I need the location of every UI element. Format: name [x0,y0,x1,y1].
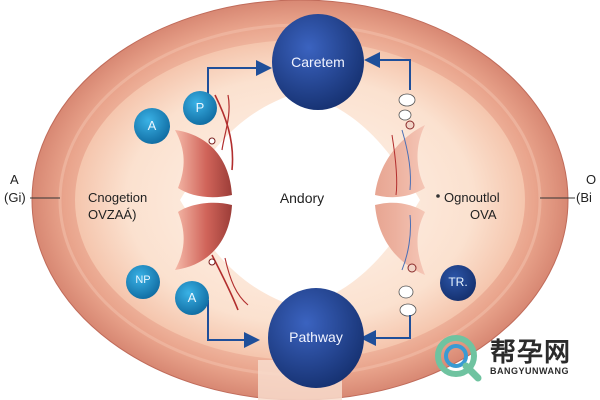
arrow-bottom-left [207,300,260,348]
bottom-node [268,288,364,388]
right-title-line2: OVA [470,207,497,222]
circle-p-upper [183,91,217,125]
central-void [180,92,420,308]
left-edge-label-2: (Gi) [4,190,26,205]
arrow-bottom-right [360,315,411,346]
right-edge-label-1: O [586,172,597,187]
top-node [272,14,364,110]
connector-arrows [207,52,411,348]
circle-a-upper-label: A [147,118,157,133]
circle-tr-lower-label: TR. [448,275,468,289]
left-edge-label-1: A [10,172,19,187]
bottom-node-label: Pathway [289,329,343,345]
circle-np-lower-label: NP [135,274,151,286]
circle-np-lower [126,265,160,299]
circle-a-upper [134,108,170,144]
watermark-chinese: 帮孕网 [490,338,572,368]
right-edge-label-2: (Bi [576,190,592,205]
right-tissue [375,93,425,317]
center-label: Andory [279,190,325,206]
arrow-top-left [207,60,272,100]
arrow-top-right [364,52,411,90]
watermark-logo-icon [435,335,482,382]
circle-tr-lower [440,265,476,301]
left-tissue [175,94,249,311]
watermark-pinyin: BANGYUNWANG [490,366,569,376]
watermark: 帮孕网 BANGYUNWANG [432,330,582,386]
circle-a-lower-label: A [187,290,197,305]
left-title-line1: Cnogetion [88,190,148,205]
right-dot [436,194,440,198]
left-title-line2: OVZAÁ) [88,207,137,222]
circle-a-lower [175,281,209,315]
top-node-label: Caretem [291,54,345,70]
circle-p-upper-label: P [195,100,205,115]
right-title-line1: Ognoutlol [444,190,500,205]
